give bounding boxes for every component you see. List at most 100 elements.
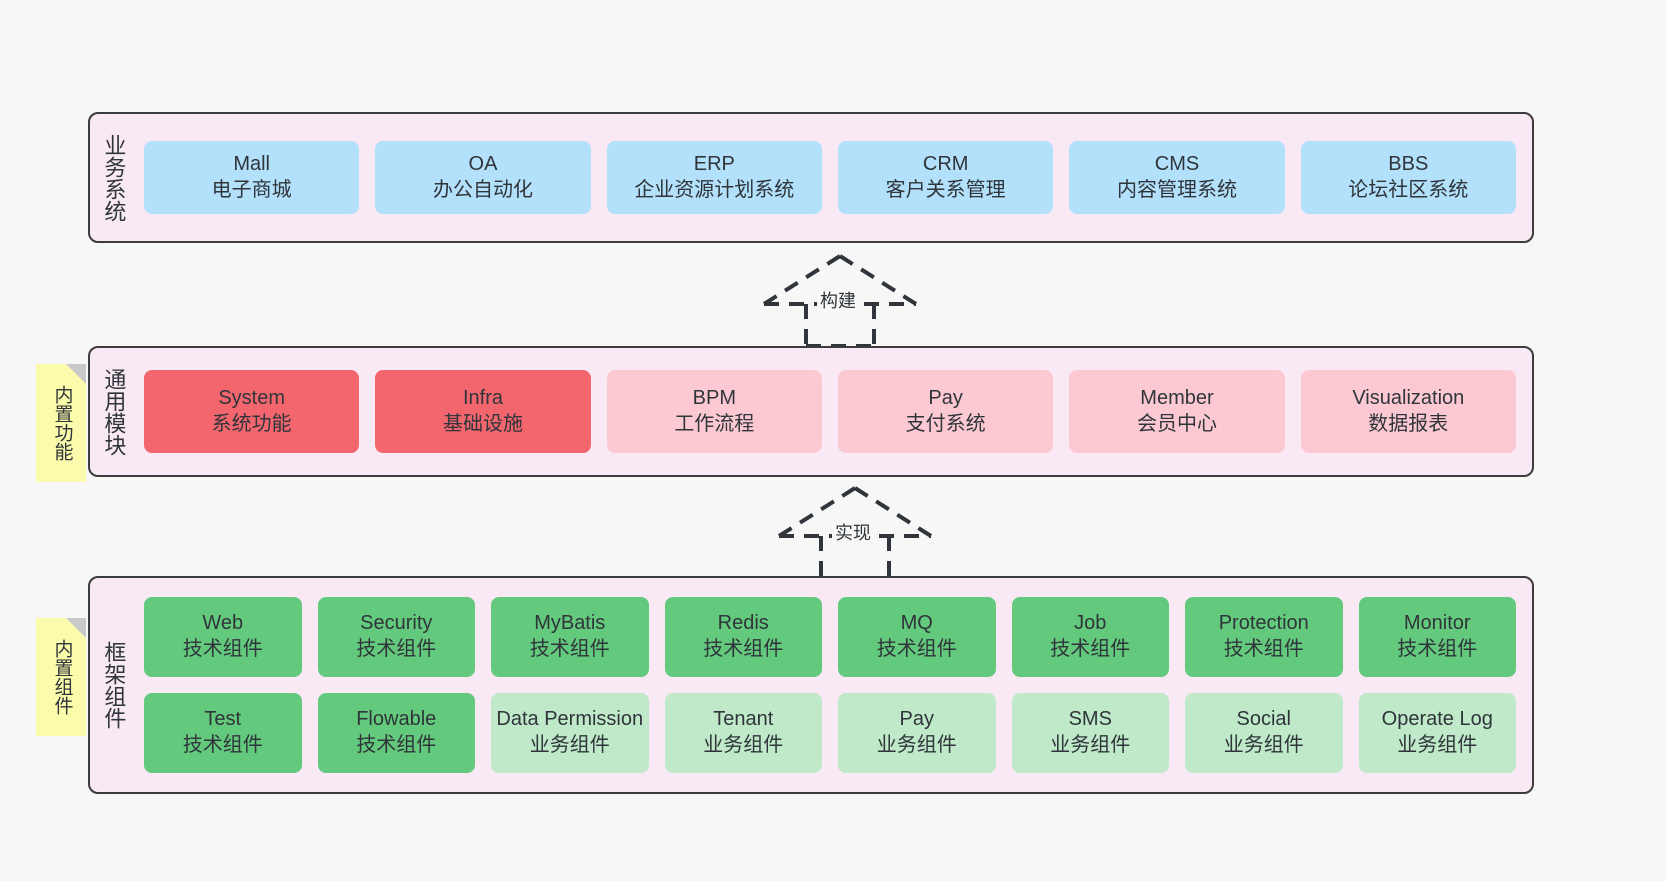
card-subtitle: 业务组件	[529, 734, 610, 756]
card-subtitle: 技术组件	[1223, 638, 1304, 660]
card-title: Protection	[1218, 612, 1309, 635]
card-subtitle: 技术组件	[529, 638, 610, 660]
card-row: Web 技术组件 Security 技术组件 MyBatis 技术组件 Redi…	[144, 597, 1516, 677]
card-sms[interactable]: SMS 业务组件	[1011, 693, 1169, 773]
card-title: Security	[360, 612, 433, 635]
card-test[interactable]: Test 技术组件	[144, 693, 302, 773]
card-title: Web	[202, 612, 244, 635]
card-title: Test	[204, 708, 242, 731]
card-flowable[interactable]: Flowable 技术组件	[317, 693, 475, 773]
note-label: 内置组件	[51, 639, 73, 715]
card-subtitle: 系统功能	[211, 412, 292, 435]
card-title: BPM	[692, 386, 736, 409]
card-subtitle: 技术组件	[876, 638, 957, 660]
card-security[interactable]: Security 技术组件	[317, 597, 475, 677]
card-title: Pay	[899, 708, 934, 731]
card-title: System	[218, 386, 285, 409]
card-monitor[interactable]: Monitor 技术组件	[1358, 597, 1516, 677]
connector-label-build: 构建	[817, 291, 859, 313]
card-subtitle: 工作流程	[674, 412, 755, 435]
card-subtitle: 业务组件	[703, 734, 784, 756]
card-subtitle: 技术组件	[182, 638, 263, 660]
card-title: Job	[1074, 612, 1107, 635]
card-title: Operate Log	[1381, 708, 1493, 731]
card-subtitle: 内容管理系统	[1116, 178, 1237, 201]
layer-title-modules: 通用模块	[101, 367, 127, 456]
card-oa[interactable]: OA 办公自动化	[375, 141, 591, 214]
card-subtitle: 技术组件	[703, 638, 784, 660]
card-subtitle: 业务组件	[1223, 734, 1304, 756]
card-title: Flowable	[356, 708, 437, 731]
card-pay-component[interactable]: Pay 业务组件	[838, 693, 996, 773]
card-title: BBS	[1388, 152, 1429, 175]
card-title: Mall	[233, 152, 270, 175]
card-subtitle: 电子商城	[211, 178, 292, 201]
card-subtitle: 业务组件	[876, 734, 957, 756]
card-erp[interactable]: ERP 企业资源计划系统	[606, 141, 822, 214]
card-title: Pay	[928, 386, 963, 409]
card-subtitle: 办公自动化	[432, 178, 533, 201]
card-tenant[interactable]: Tenant 业务组件	[664, 693, 822, 773]
card-title: SMS	[1068, 708, 1112, 731]
card-cms[interactable]: CMS 内容管理系统	[1069, 141, 1285, 214]
card-data-permission[interactable]: Data Permission 业务组件	[491, 693, 649, 773]
card-system[interactable]: System 系统功能	[144, 370, 360, 453]
card-subtitle: 支付系统	[905, 412, 986, 435]
card-title: Social	[1236, 708, 1291, 731]
card-web[interactable]: Web 技术组件	[144, 597, 302, 677]
page-fold-icon	[66, 618, 86, 638]
layer-modules-cards: System 系统功能 Infra 基础设施 BPM 工作流程 Pay 支付系统…	[136, 348, 1532, 475]
card-title: MQ	[900, 612, 933, 635]
card-visualization[interactable]: Visualization 数据报表	[1300, 370, 1516, 453]
card-row: Mall 电子商城 OA 办公自动化 ERP 企业资源计划系统 CRM 客户关系…	[144, 141, 1516, 214]
card-title: Tenant	[713, 708, 774, 731]
note-label: 内置功能	[51, 385, 73, 461]
layer-title-business: 业务系统	[101, 133, 127, 222]
card-title: OA	[468, 152, 498, 175]
card-row: Test 技术组件 Flowable 技术组件 Data Permission …	[144, 693, 1516, 773]
card-bbs[interactable]: BBS 论坛社区系统	[1300, 141, 1516, 214]
card-job[interactable]: Job 技术组件	[1011, 597, 1169, 677]
card-subtitle: 技术组件	[356, 734, 437, 756]
card-title: MyBatis	[534, 612, 606, 635]
page-fold-icon	[66, 364, 86, 384]
card-member[interactable]: Member 会员中心	[1069, 370, 1285, 453]
layer-business-cards: Mall 电子商城 OA 办公自动化 ERP 企业资源计划系统 CRM 客户关系…	[136, 114, 1532, 241]
layer-title-framework: 框架组件	[101, 641, 127, 729]
card-subtitle: 技术组件	[1397, 638, 1478, 660]
card-mybatis[interactable]: MyBatis 技术组件	[491, 597, 649, 677]
layer-framework-components: 框架组件 Web 技术组件 Security 技术组件 MyBatis 技术组件…	[88, 576, 1534, 794]
card-title: Redis	[717, 612, 769, 635]
card-crm[interactable]: CRM 客户关系管理	[837, 141, 1054, 214]
card-pay[interactable]: Pay 支付系统	[837, 370, 1054, 453]
connector-label-implement: 实现	[832, 523, 874, 545]
layer-common-modules: 通用模块 System 系统功能 Infra 基础设施 BPM 工作流程 Pay…	[88, 346, 1534, 477]
note-builtin-functions: 内置功能	[36, 364, 86, 482]
card-operate-log[interactable]: Operate Log 业务组件	[1358, 693, 1516, 773]
card-title: Visualization	[1352, 386, 1465, 409]
card-redis[interactable]: Redis 技术组件	[664, 597, 822, 677]
connector-build: 构建	[745, 252, 935, 348]
card-subtitle: 业务组件	[1397, 734, 1478, 756]
card-mq[interactable]: MQ 技术组件	[838, 597, 996, 677]
layer-business-systems: 业务系统 Mall 电子商城 OA 办公自动化 ERP 企业资源计划系统 CRM…	[88, 112, 1534, 243]
card-title: Member	[1140, 386, 1214, 409]
card-subtitle: 会员中心	[1136, 412, 1217, 435]
card-mall[interactable]: Mall 电子商城	[144, 141, 360, 214]
card-subtitle: 技术组件	[182, 734, 263, 756]
connector-implement: 实现	[760, 484, 950, 580]
card-protection[interactable]: Protection 技术组件	[1185, 597, 1343, 677]
card-infra[interactable]: Infra 基础设施	[375, 370, 591, 453]
card-subtitle: 数据报表	[1368, 412, 1449, 435]
card-title: Data Permission	[496, 708, 644, 731]
card-subtitle: 业务组件	[1050, 734, 1131, 756]
card-title: CRM	[922, 152, 969, 175]
card-title: Monitor	[1403, 612, 1471, 635]
layer-framework-cards: Web 技术组件 Security 技术组件 MyBatis 技术组件 Redi…	[136, 578, 1532, 792]
card-social[interactable]: Social 业务组件	[1185, 693, 1343, 773]
card-bpm[interactable]: BPM 工作流程	[606, 370, 822, 453]
card-subtitle: 客户关系管理	[885, 178, 1006, 201]
card-subtitle: 技术组件	[1050, 638, 1131, 660]
card-title: ERP	[693, 152, 735, 175]
